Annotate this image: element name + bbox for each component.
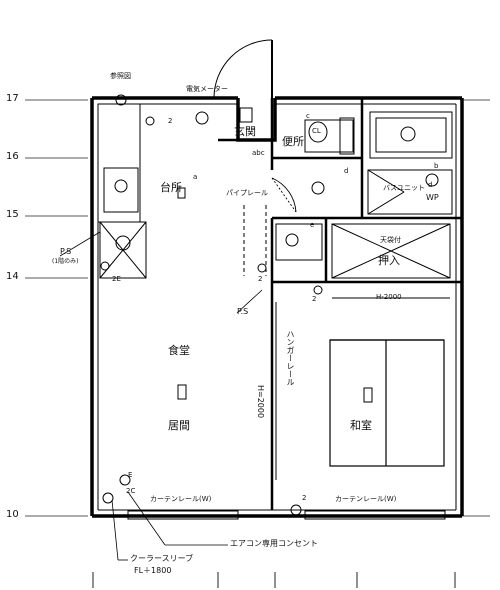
label-cl: CL <box>312 127 321 135</box>
label-unit-bath: バスユニット <box>383 184 425 192</box>
room-washitsu: 和室 <box>350 419 372 432</box>
label-2-ps: 2 <box>258 275 263 283</box>
label-d2: d <box>428 181 433 189</box>
margin-15: 15 <box>6 209 19 220</box>
label-curtain-left: カーテンレール(W) <box>150 495 212 503</box>
label-ps-left-note: (1階のみ) <box>52 258 79 265</box>
margin-17: 17 <box>6 93 19 104</box>
label-2e: 2E <box>112 275 121 283</box>
room-dining: 食堂 <box>168 344 190 357</box>
label-e-small: E <box>128 471 133 479</box>
wall-inner-lines <box>97 103 457 511</box>
label-2-closet: 2 <box>312 295 317 303</box>
label-ps-left: P.S <box>60 247 72 256</box>
label-pipe-rail: パイプレール <box>226 189 268 197</box>
outlets <box>100 94 323 516</box>
label-d1: d <box>344 167 349 175</box>
entry-door <box>213 39 273 99</box>
label-abc: abc <box>252 149 265 157</box>
label-meter: 電気メーター <box>186 85 228 93</box>
interior-doors <box>271 177 297 213</box>
label-2-bottom: 2 <box>302 494 307 502</box>
label-ps-right: P.S <box>237 307 249 316</box>
label-wp: WP <box>426 193 439 202</box>
oshiire-closet <box>331 223 451 299</box>
label-hanger-rail: ハンガーレール <box>286 330 295 386</box>
tatami-room <box>329 339 445 467</box>
label-e: e <box>310 221 315 229</box>
room-oshiire: 押入 <box>378 254 400 267</box>
toilet-fixture <box>304 117 355 195</box>
room-living: 居間 <box>168 419 190 432</box>
label-cooler-sleeve: クーラースリーブ <box>130 554 194 563</box>
reference-lines <box>25 99 490 517</box>
label-h2000-vertical: H=2000 <box>256 385 265 419</box>
label-h2000-horizontal: H-2000 <box>376 293 402 301</box>
margin-14: 14 <box>6 271 19 282</box>
kitchen-counter <box>97 103 147 279</box>
room-kitchen: 台所 <box>160 181 182 194</box>
label-2c: 2C <box>126 487 136 495</box>
label-a: a <box>193 173 198 181</box>
utility-area <box>275 223 323 261</box>
label-c: c <box>306 112 310 120</box>
leader-lines <box>59 231 263 561</box>
label-2-kitchen: 2 <box>168 117 173 125</box>
label-tenbukuro: 天袋付 <box>380 236 401 244</box>
windows <box>127 510 446 520</box>
margin-10: 10 <box>6 509 19 520</box>
label-curtain-right: カーテンレール(W) <box>335 495 397 503</box>
label-aircon-outlet: エアコン専用コンセント <box>230 539 318 548</box>
room-entrance: 玄関 <box>234 125 256 138</box>
pipe-rail <box>243 205 267 276</box>
ceiling-lights <box>177 187 373 403</box>
room-toilet: 便所 <box>282 135 304 148</box>
outer-walls <box>90 96 464 518</box>
label-b: b <box>434 162 439 170</box>
bath-unit <box>367 111 453 215</box>
label-top-small: 参照図 <box>110 72 131 80</box>
label-fl-height: FL＋1800 <box>134 566 172 575</box>
margin-16: 16 <box>6 151 19 162</box>
interior-walls <box>218 98 462 510</box>
bottom-ticks <box>92 572 456 588</box>
